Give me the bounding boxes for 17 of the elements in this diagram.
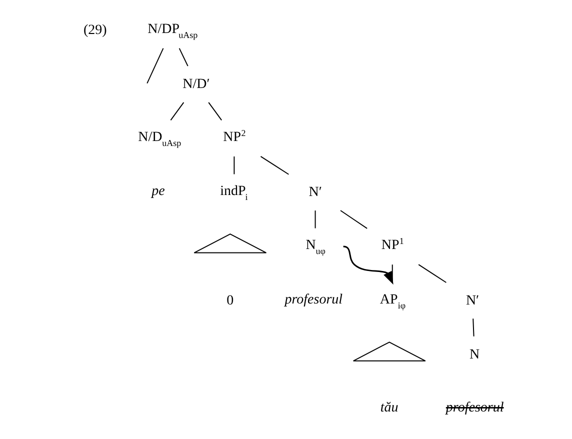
node-text: NP$^{2}$ — [223, 128, 246, 146]
node-label: profesorul — [284, 292, 343, 308]
node-text: AP$_{iφ}$ — [380, 292, 406, 310]
node-text: N — [469, 347, 480, 362]
node-text: NP$^{1}$ — [381, 236, 404, 254]
label: (29) — [84, 22, 107, 38]
node-text: indP$_{i}$ — [220, 184, 248, 202]
node-label: 0 — [226, 293, 234, 308]
node-text: N/DP$_{uAsp}$ — [148, 22, 198, 40]
node-text: N$_{uφ}$ — [306, 238, 326, 256]
node-label: tău — [380, 400, 398, 416]
node-text: N′ — [308, 185, 322, 200]
node-text: N/D′ — [182, 77, 210, 92]
node-text: N′ — [466, 293, 480, 308]
node-label: profesorul — [446, 400, 504, 416]
node-label: pe — [152, 184, 165, 200]
node-text: N/D$_{uAsp}$ — [138, 130, 182, 148]
